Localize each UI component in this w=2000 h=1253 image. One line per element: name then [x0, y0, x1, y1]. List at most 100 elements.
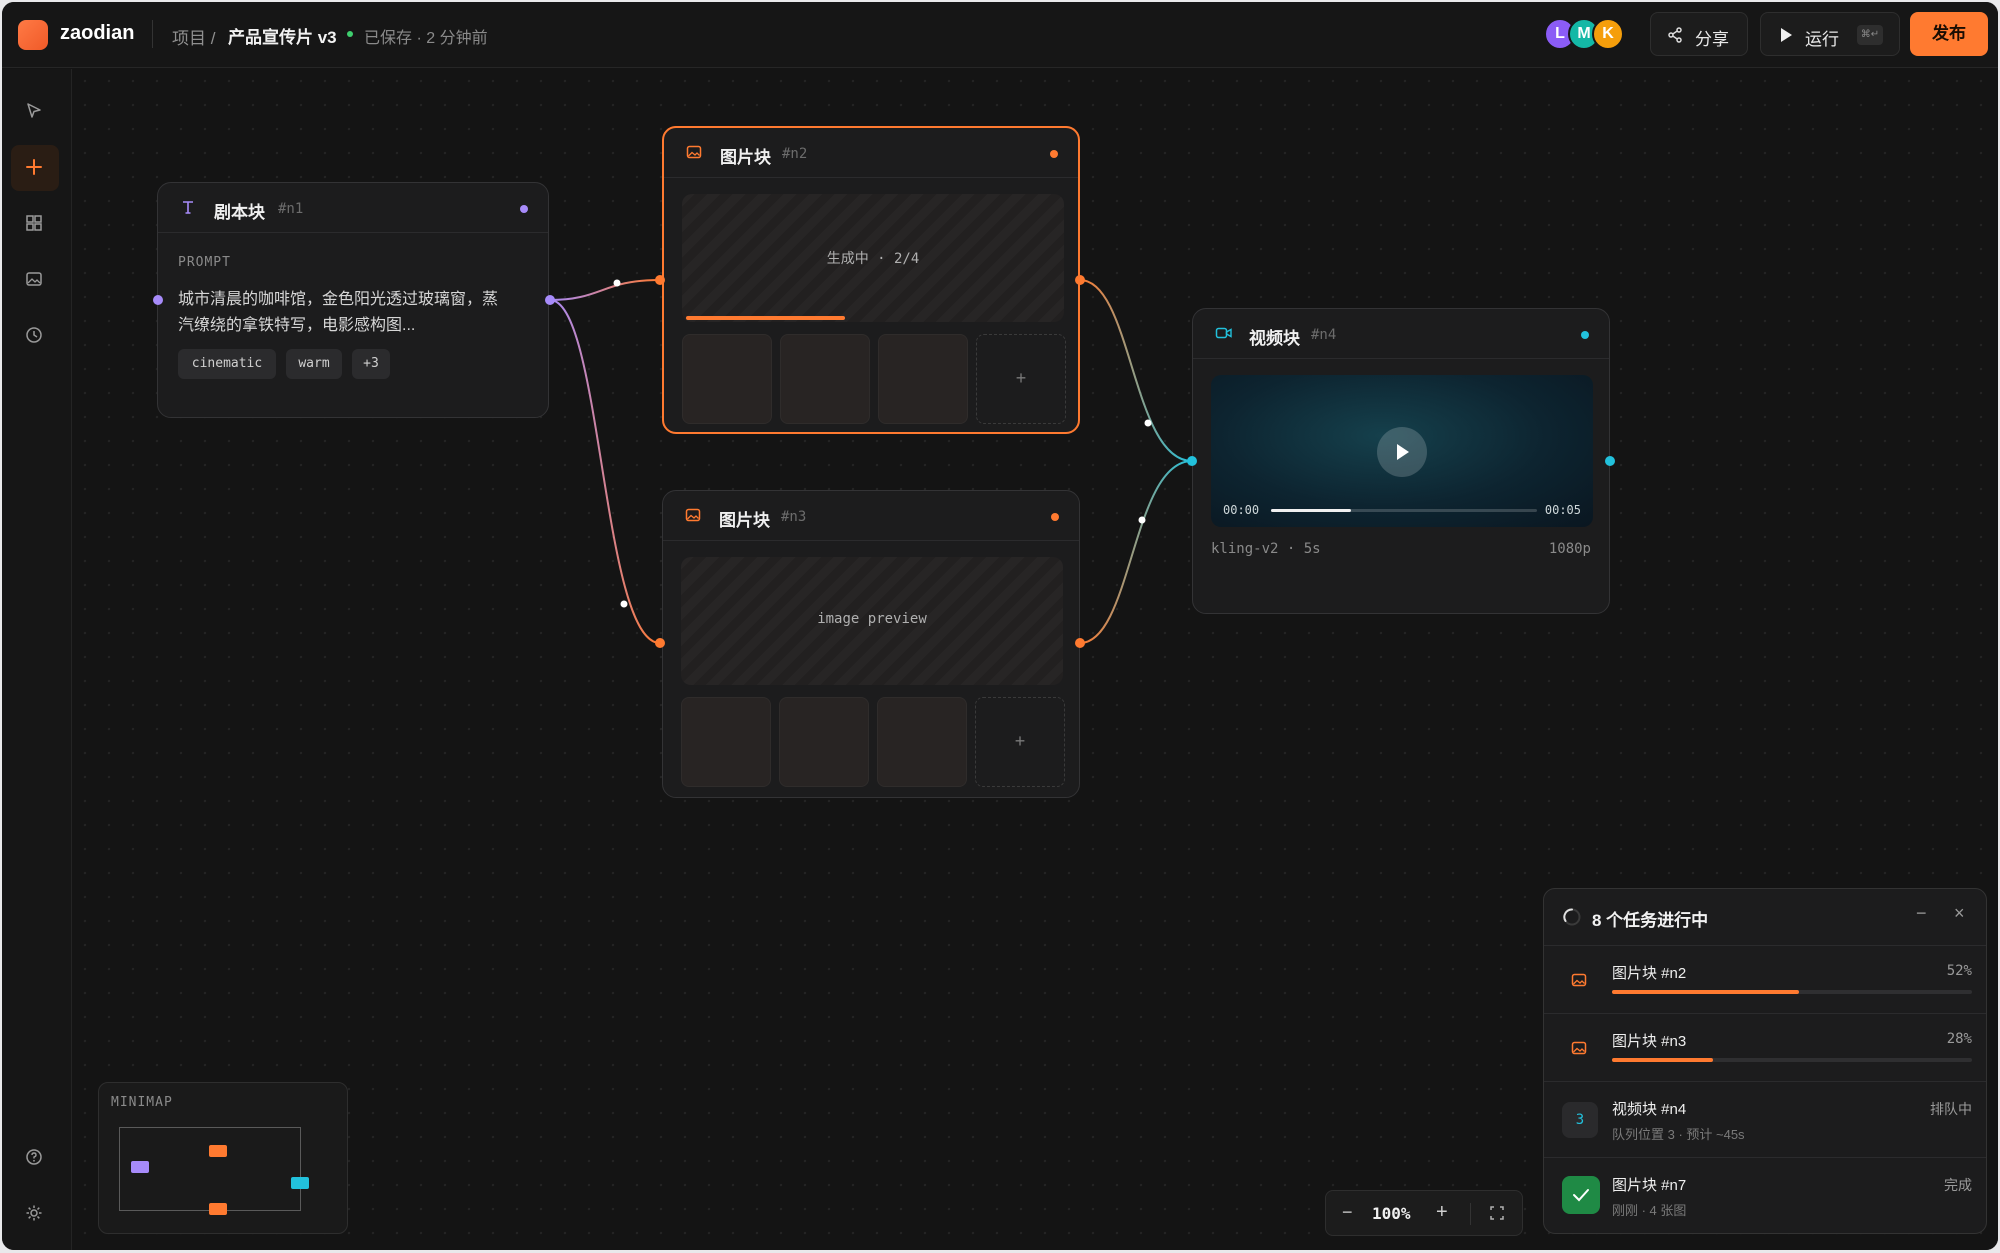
node-status-dot — [1581, 331, 1589, 339]
preview-label: image preview — [817, 611, 927, 627]
input-port[interactable] — [655, 638, 665, 648]
task-item[interactable]: 图片块 #n7 完成 刚刚 · 4 张图 — [1544, 1157, 1986, 1233]
video-resolution: 1080p — [1548, 541, 1591, 557]
output-port[interactable] — [545, 295, 555, 305]
avatar[interactable]: K — [1592, 18, 1624, 50]
input-port[interactable] — [153, 295, 163, 305]
settings-button[interactable] — [11, 1191, 59, 1237]
fit-view-icon[interactable] — [1490, 1206, 1504, 1220]
close-button[interactable]: × — [1954, 903, 1965, 923]
time-total: 00:05 — [1544, 503, 1581, 517]
image-thumbnail[interactable] — [681, 697, 771, 787]
plus-icon — [26, 159, 42, 175]
share-label: 分享 — [1695, 30, 1729, 49]
brand-name: zaodian — [60, 22, 135, 44]
node-status-dot — [1051, 513, 1059, 521]
node-id: #n3 — [781, 509, 807, 525]
add-image-button[interactable]: + — [976, 334, 1066, 424]
templates-button[interactable] — [11, 201, 59, 247]
tag-chip[interactable]: cinematic — [178, 349, 276, 379]
image-thumbnail[interactable] — [878, 334, 968, 424]
assets-button[interactable] — [11, 257, 59, 303]
image-icon — [686, 145, 702, 159]
time-current: 00:00 — [1223, 503, 1260, 517]
task-name: 视频块 #n4 — [1612, 1101, 1687, 1118]
node-title: 视频块 — [1249, 329, 1300, 348]
node-header[interactable]: 图片块 #n2 — [664, 128, 1078, 178]
avatar[interactable]: M — [1568, 18, 1600, 50]
image-thumbnail[interactable] — [779, 697, 869, 787]
divider — [152, 20, 153, 48]
image-node-n3[interactable]: 图片块 #n3 image preview + — [662, 490, 1080, 798]
node-header[interactable]: 视频块 #n4 — [1193, 309, 1609, 359]
task-detail: 刚刚 · 4 张图 — [1612, 1203, 1687, 1218]
generation-status: 生成中 · 2/4 — [826, 251, 920, 267]
prompt-label: PROMPT — [178, 255, 231, 270]
script-node[interactable]: 剧本块 #n1 PROMPT 城市清晨的咖啡馆，金色阳光透过玻璃窗，蒸 汽缭绕的… — [157, 182, 549, 418]
input-port[interactable] — [1187, 456, 1197, 466]
publish-button[interactable]: 发布 — [1910, 12, 1988, 56]
breadcrumb-current[interactable]: 产品宣传片 v3 — [228, 28, 337, 47]
image-thumbnail[interactable] — [682, 334, 772, 424]
task-item[interactable]: 3 视频块 #n4 排队中 队列位置 3 · 预计 ~45s — [1544, 1081, 1986, 1157]
node-id: #n2 — [782, 146, 808, 162]
task-item[interactable]: 图片块 #n3 28% — [1544, 1013, 1986, 1081]
history-icon — [26, 327, 42, 343]
tag-chip[interactable]: warm — [286, 349, 342, 379]
node-title: 图片块 — [720, 148, 771, 167]
task-name: 图片块 #n2 — [1612, 965, 1687, 982]
done-badge — [1562, 1176, 1600, 1214]
saved-status: 已保存 · 2 分钟前 — [364, 30, 488, 47]
tag-chip[interactable]: +3 — [352, 349, 390, 379]
spinner-icon — [1563, 908, 1581, 926]
tool-rail — [2, 69, 72, 1250]
minimap-node — [209, 1145, 227, 1157]
output-port[interactable] — [1075, 275, 1085, 285]
grid-icon — [26, 215, 42, 231]
prompt-text-line-2[interactable]: 汽缭绕的拿铁特写，电影感构图... — [178, 317, 416, 334]
minimize-button[interactable]: − — [1916, 903, 1927, 923]
settings-icon — [26, 1205, 42, 1221]
minimap-node — [209, 1203, 227, 1215]
cursor-icon — [27, 103, 41, 118]
image-icon — [685, 508, 701, 522]
video-player[interactable]: 00:00 00:05 — [1211, 375, 1593, 527]
breadcrumb-parent[interactable]: 项目 / — [172, 29, 216, 48]
video-node[interactable]: 视频块 #n4 00:00 00:05 kling-v2 · 5s 1080p — [1192, 308, 1610, 614]
share-button[interactable]: 分享 — [1650, 12, 1748, 56]
image-node-n2[interactable]: 图片块 #n2 生成中 · 2/4 + — [662, 126, 1080, 434]
task-progress — [1612, 990, 1972, 994]
image-thumbnail[interactable] — [877, 697, 967, 787]
play-button[interactable] — [1377, 427, 1427, 477]
text-icon — [183, 201, 193, 214]
zoom-out-button[interactable]: − — [1342, 1202, 1353, 1222]
image-preview[interactable]: 生成中 · 2/4 — [682, 194, 1064, 322]
task-detail: 队列位置 3 · 预计 ~45s — [1612, 1127, 1745, 1142]
add-node-button[interactable] — [11, 145, 59, 191]
image-preview[interactable]: image preview — [681, 557, 1063, 685]
node-header[interactable]: 图片块 #n3 — [663, 491, 1079, 541]
prompt-text-line-1[interactable]: 城市清晨的咖啡馆，金色阳光透过玻璃窗，蒸 — [178, 291, 499, 308]
zoom-in-button[interactable]: + — [1436, 1201, 1448, 1223]
node-status-dot — [1050, 150, 1058, 158]
play-icon — [1397, 444, 1409, 460]
help-button[interactable] — [11, 1135, 59, 1181]
zoom-controls: − 100% + — [1325, 1190, 1523, 1236]
image-thumbnail[interactable] — [780, 334, 870, 424]
share-icon — [1668, 27, 1682, 43]
input-port[interactable] — [655, 275, 665, 285]
output-port[interactable] — [1605, 456, 1615, 466]
node-header[interactable]: 剧本块 #n1 — [158, 183, 548, 233]
task-percent: 52% — [1946, 963, 1972, 979]
run-button[interactable]: 运行 ⌘↵ — [1760, 12, 1900, 56]
select-tool-button[interactable] — [11, 89, 59, 135]
zoom-level: 100% — [1372, 1204, 1411, 1223]
output-port[interactable] — [1075, 638, 1085, 648]
task-item[interactable]: 图片块 #n2 52% — [1544, 945, 1986, 1013]
history-button[interactable] — [11, 313, 59, 359]
top-bar: zaodian 项目 / 产品宣传片 v3 已保存 · 2 分钟前 L M K … — [2, 2, 1998, 68]
video-scrubber[interactable] — [1271, 509, 1537, 512]
logo-icon — [18, 20, 48, 50]
add-image-button[interactable]: + — [975, 697, 1065, 787]
minimap[interactable]: MINIMAP — [98, 1082, 348, 1234]
